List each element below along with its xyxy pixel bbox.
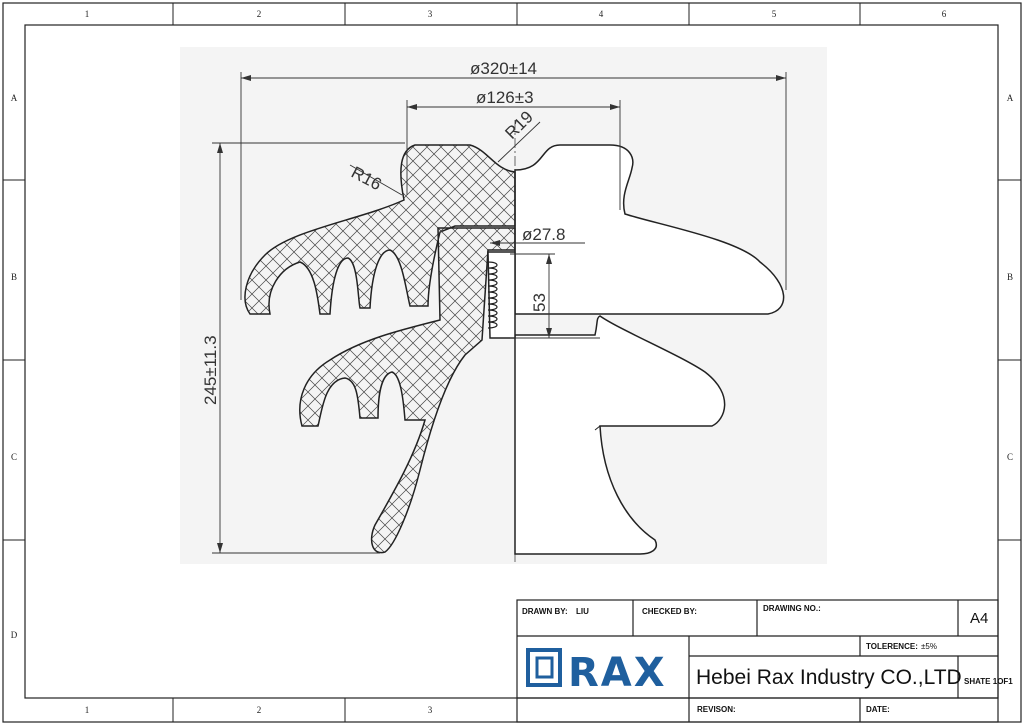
zone-col-6-top: 6: [941, 9, 947, 19]
dimension-arrows: [217, 75, 786, 553]
zone-col-2-top: 2: [256, 9, 262, 19]
inner-border: [24, 24, 999, 699]
tolerance-label: TOLERENCE:: [866, 642, 918, 651]
tolerance-value: ±5%: [921, 642, 937, 651]
zone-col-4-top: 4: [598, 9, 604, 19]
logo-text: RAX: [568, 650, 667, 696]
zone-col-5-top: 5: [771, 9, 777, 19]
zone-col-3-top: 3: [427, 9, 433, 19]
zone-col-1-bottom: 1: [84, 705, 90, 715]
drawn-by-label: DRAWN BY:: [522, 607, 568, 616]
sheet-number: SHATE 1OF1: [964, 677, 1013, 686]
zone-row-a-left: A: [10, 93, 18, 103]
dimension-lines: [212, 72, 787, 554]
sheet-size: A4: [970, 610, 989, 627]
drawn-by-value: LIU: [576, 607, 589, 616]
zone-col-3-bottom: 3: [427, 705, 433, 715]
drawing-no-label: DRAWING NO.:: [763, 604, 821, 613]
dim-pin-diameter: ø27.8: [522, 225, 565, 244]
zone-row-c-right: C: [1006, 452, 1013, 462]
dim-inner-diameter: ø126±3: [476, 88, 534, 107]
company-name: Hebei Rax Industry CO.,LTD: [696, 666, 962, 689]
date-label: DATE:: [866, 705, 890, 714]
rax-logo-icon: [526, 648, 562, 687]
revision-label: REVISON:: [697, 705, 736, 714]
checked-by-label: CHECKED BY:: [642, 607, 697, 616]
zone-row-b-left: B: [10, 272, 17, 282]
zone-row-b-right: B: [1006, 272, 1013, 282]
dim-height: 245±11.3: [201, 335, 220, 405]
title-block-grid: [516, 599, 999, 723]
dim-outer-diameter: ø320±14: [470, 59, 537, 78]
zone-row-a-right: A: [1006, 93, 1014, 103]
dim-thread-length: 53: [530, 293, 549, 312]
zone-row-d-left: D: [10, 630, 18, 640]
zone-col-2-bottom: 2: [256, 705, 262, 715]
zone-col-1-top: 1: [84, 9, 90, 19]
insulator-outline-right: [514, 144, 785, 555]
zone-row-c-left: C: [10, 452, 17, 462]
insulator-section-left: [244, 144, 516, 554]
